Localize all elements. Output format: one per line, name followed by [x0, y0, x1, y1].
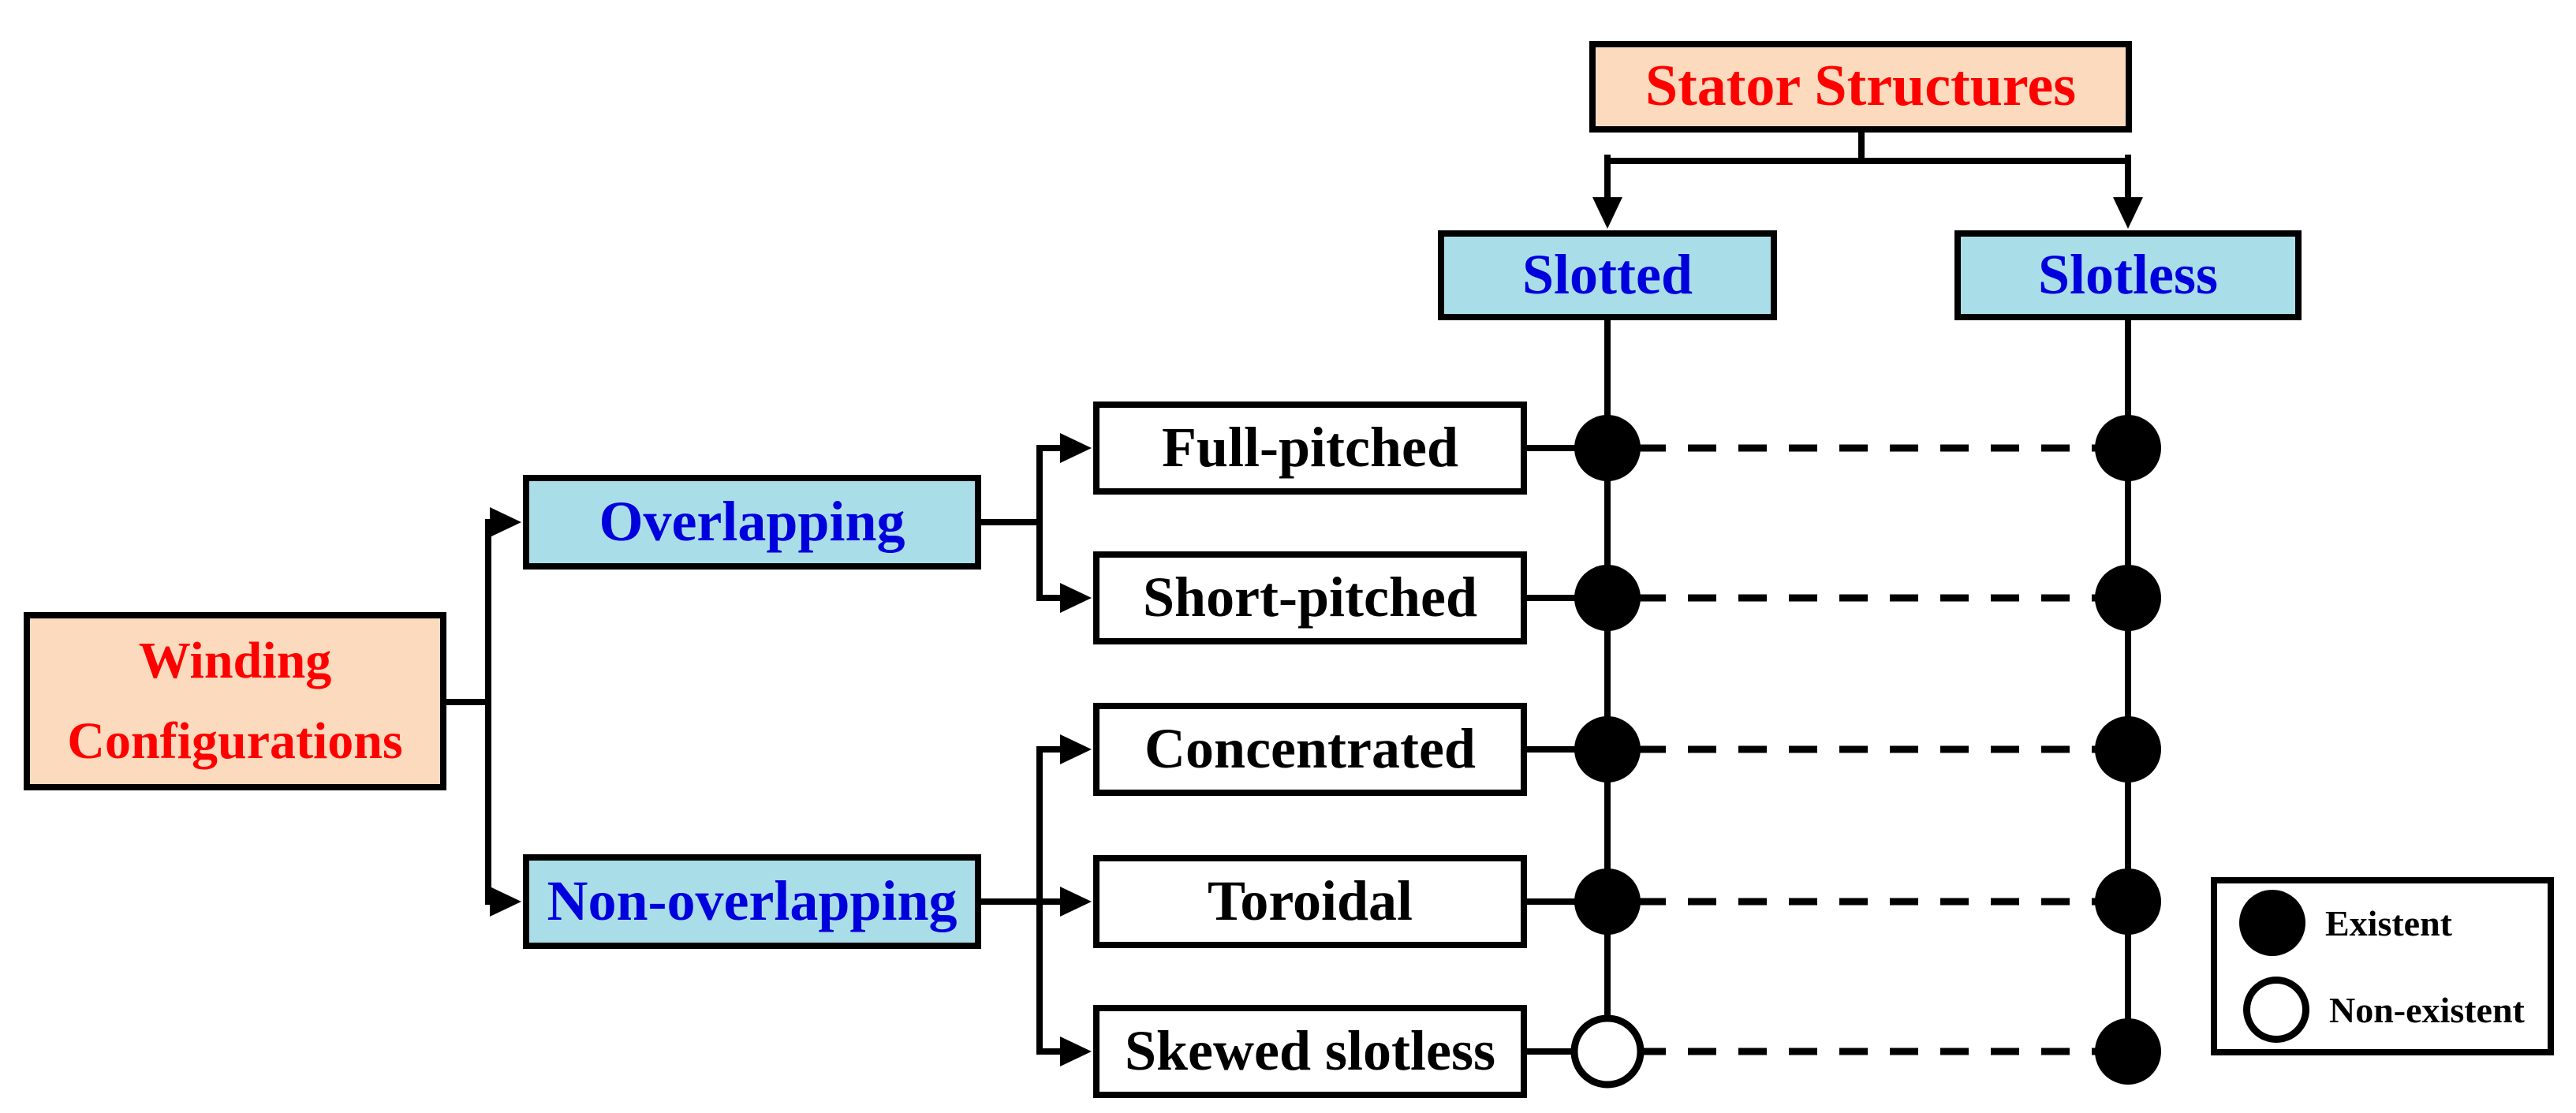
slotted-non-existent-marker [1570, 1014, 1645, 1089]
node-winding-line1: Winding [138, 631, 332, 689]
non-existent-dot-icon [2243, 977, 2309, 1043]
stator-branch-lines [1604, 126, 2131, 202]
arrow-to-slotless [2113, 197, 2143, 229]
node-toroidal: Toroidal [1093, 855, 1527, 948]
row-link-lines [1521, 445, 1611, 1055]
slotless-existent-marker [2095, 716, 2161, 782]
legend-non-existent-label: Non-existent [2329, 989, 2525, 1030]
node-slotted-label: Slotted [1522, 243, 1693, 307]
legend: Existent Non-existent [2211, 877, 2554, 1055]
non-overlapping-branch-lines [975, 746, 1065, 1055]
existent-dot-icon [2239, 890, 2305, 956]
node-skewed-slotless: Skewed slotless [1093, 1005, 1527, 1098]
node-slotless: Slotless [1954, 230, 2302, 320]
node-non-overlapping: Non-overlapping [523, 854, 981, 949]
existence-markers [1570, 415, 2161, 1089]
arrow-to-overlapping [490, 507, 521, 537]
node-short-pitched: Short-pitched [1093, 551, 1527, 644]
legend-row-non-existent: Non-existent [2239, 977, 2548, 1043]
overlapping-branch-lines [975, 445, 1065, 601]
slotted-existent-marker [1574, 565, 1641, 631]
node-skewed-slotless-label: Skewed slotless [1124, 1019, 1496, 1083]
node-concentrated: Concentrated [1093, 703, 1527, 796]
node-toroidal-label: Toroidal [1207, 869, 1413, 933]
arrow-to-slotted [1592, 197, 1622, 229]
legend-row-existent: Existent [2239, 890, 2548, 956]
arrow-to-non-overlapping [490, 887, 521, 917]
node-slotless-label: Slotless [2037, 243, 2219, 307]
slotless-existent-marker [2095, 868, 2161, 935]
node-overlapping-label: Overlapping [599, 490, 905, 554]
arrow-to-skewed-slotless [1060, 1036, 1092, 1066]
slotted-existent-marker [1574, 868, 1641, 935]
dashed-row-lines [1637, 444, 2128, 1055]
node-overlapping: Overlapping [523, 475, 981, 570]
node-full-pitched-label: Full-pitched [1161, 416, 1459, 480]
node-non-overlapping-label: Non-overlapping [547, 869, 958, 933]
arrow-to-toroidal [1060, 887, 1092, 917]
slotless-existent-marker [2095, 1018, 2161, 1085]
slotted-existent-marker [1574, 415, 1641, 481]
node-stator-structures-label: Stator Structures [1645, 54, 2077, 119]
node-full-pitched: Full-pitched [1093, 402, 1527, 495]
node-short-pitched-label: Short-pitched [1142, 566, 1478, 629]
arrow-to-short-pitched [1060, 583, 1092, 613]
legend-existent-label: Existent [2325, 902, 2452, 943]
winding-branch-lines [439, 519, 497, 905]
arrow-to-full-pitched [1060, 433, 1092, 463]
slotted-existent-marker [1574, 716, 1641, 782]
node-winding-line2: Configurations [67, 712, 403, 770]
node-stator-structures: Stator Structures [1589, 41, 2132, 133]
slotless-existent-marker [2095, 415, 2161, 481]
arrow-to-concentrated [1060, 734, 1092, 764]
node-winding-configurations: Winding Configurations [24, 612, 446, 790]
node-concentrated-label: Concentrated [1144, 717, 1476, 781]
slotless-existent-marker [2095, 565, 2161, 631]
node-slotted: Slotted [1438, 230, 1777, 320]
